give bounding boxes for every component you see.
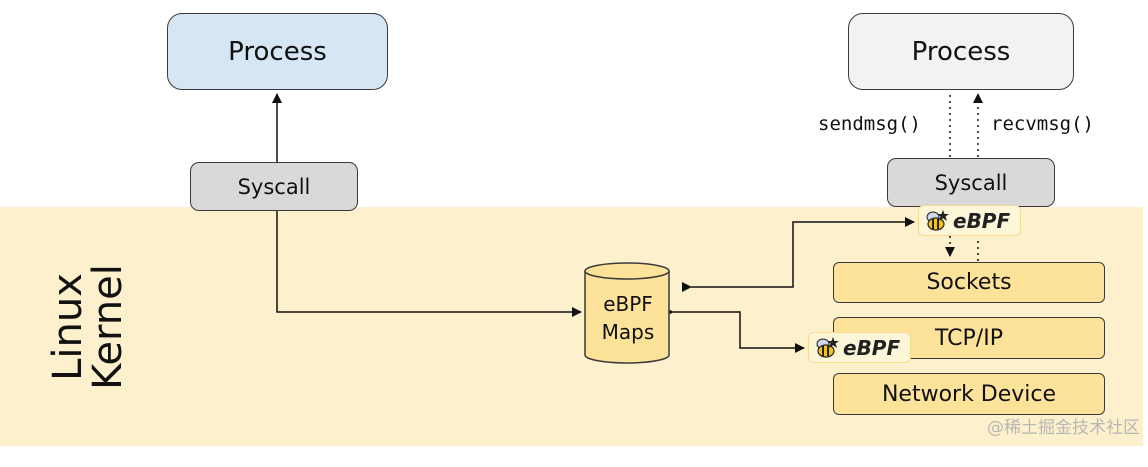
arrow-maps-to-mid-ebpf <box>664 307 805 353</box>
process-box-left: Process <box>167 13 388 90</box>
network-device-layer: Network Device <box>833 373 1105 415</box>
ebpf-badge-tcpip-hook: eBPF <box>808 332 911 363</box>
sockets-layer: Sockets <box>833 262 1105 303</box>
ebpf-badge-label: eBPF <box>953 208 1011 233</box>
watermark: @稀土掘金技术社区 <box>987 418 1140 438</box>
connector-layer <box>272 93 983 364</box>
ebpf-maps-line1: eBPF <box>603 292 653 316</box>
bee-icon <box>926 209 949 231</box>
syscall-box-left: Syscall <box>190 162 358 211</box>
process-box-right: Process <box>848 13 1074 90</box>
bee-icon <box>816 336 839 358</box>
syscall-box-right: Syscall <box>887 158 1055 207</box>
ebpf-badge-label: eBPF <box>843 335 901 360</box>
ebpf-maps-line2: Maps <box>601 320 655 344</box>
ebpf-maps-label: eBPF Maps <box>586 290 670 346</box>
ebpf-badge-socket-hook: eBPF <box>918 205 1021 236</box>
ebpf-maps-cylinder <box>584 262 670 364</box>
sendmsg-label: sendmsg() <box>818 113 921 135</box>
arrow-syscall-to-maps <box>276 211 582 317</box>
arrow-maps-to-top-ebpf <box>682 217 915 292</box>
recvmsg-label: recvmsg() <box>991 113 1094 135</box>
